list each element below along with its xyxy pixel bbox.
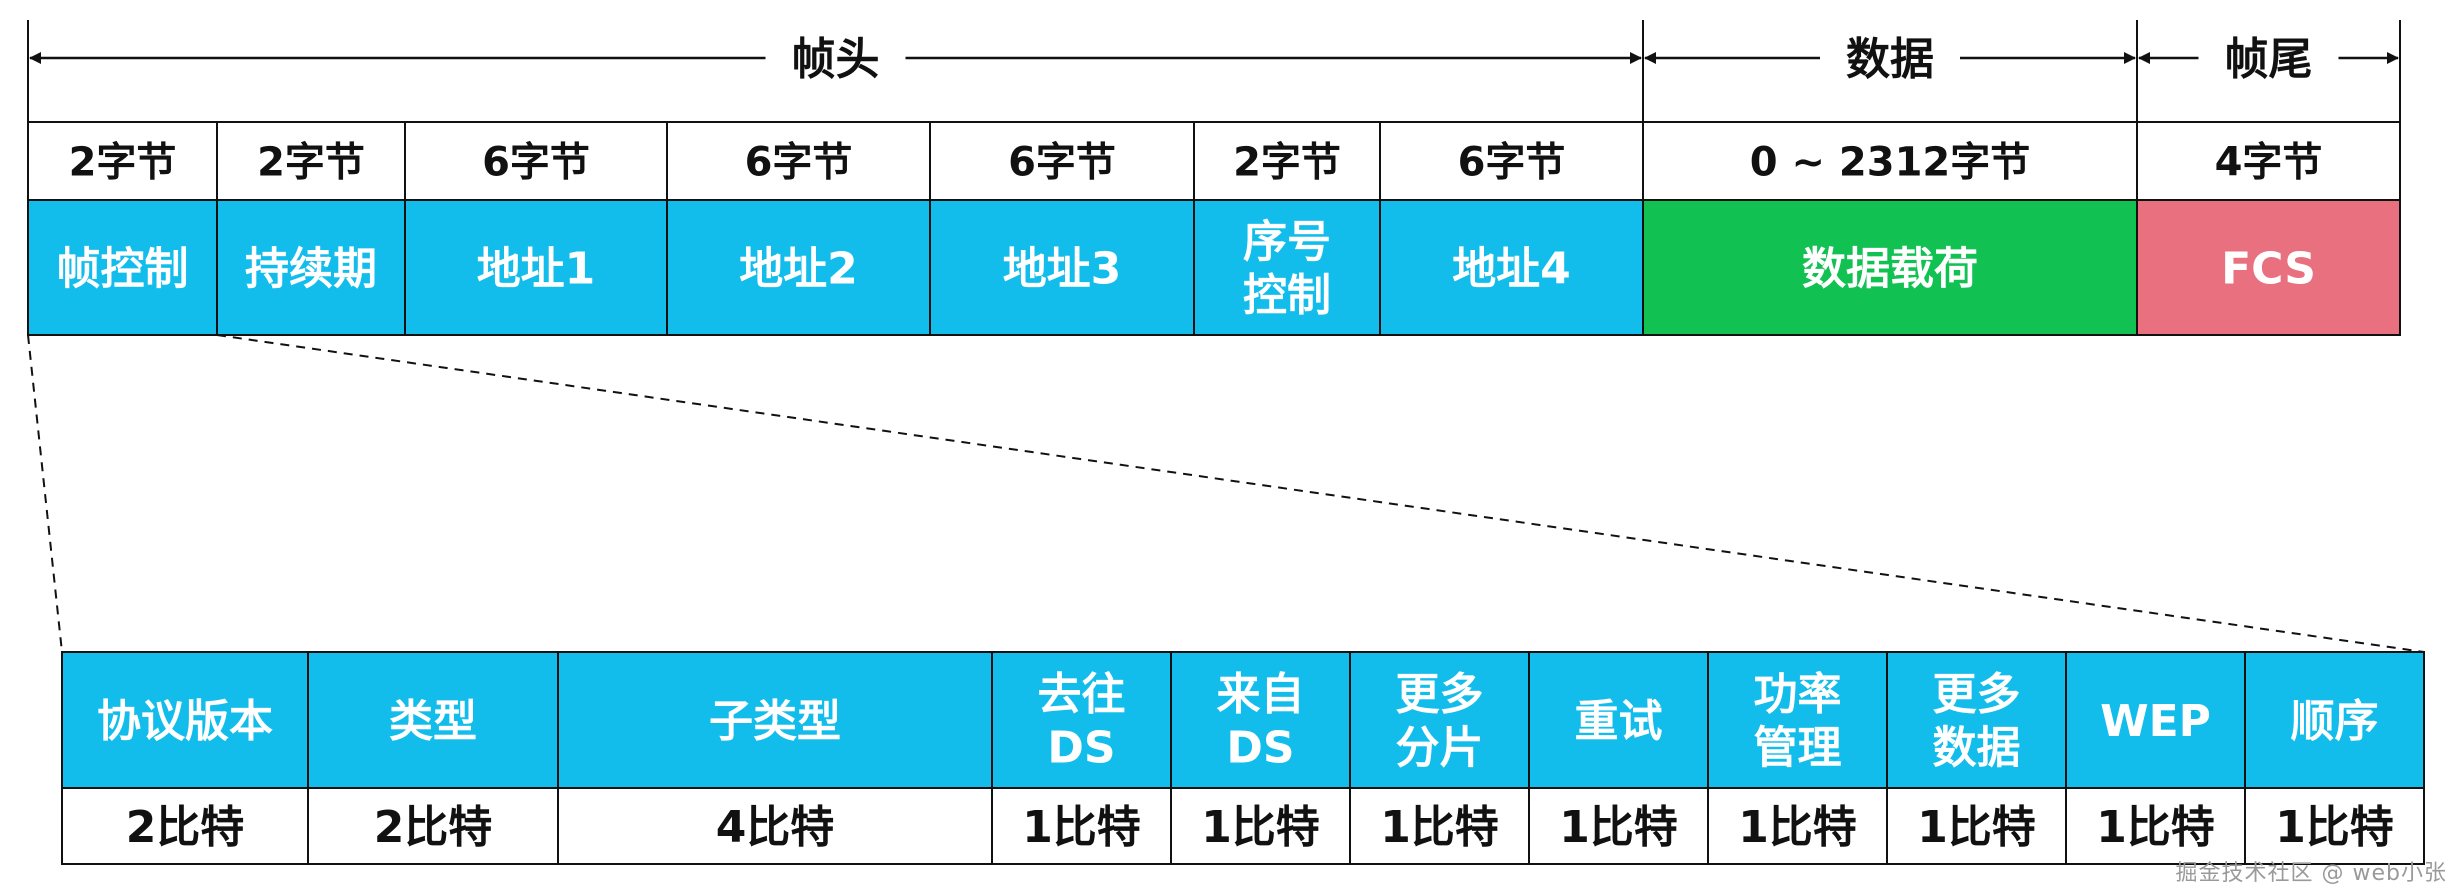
field-name-label: 数据载荷 [1802, 243, 1978, 294]
field-name-label: FCS [2221, 243, 2316, 294]
fc-field-bits: 2比特 [126, 802, 245, 853]
fc-field-bits: 1比特 [1559, 802, 1678, 853]
field-name-label: 地址1 [477, 243, 596, 294]
fc-field-bits: 4比特 [716, 802, 835, 853]
section-label: 数据 [1846, 34, 1934, 85]
fc-bits-cell-3 [557, 787, 993, 865]
field-name-label: 地址3 [1003, 243, 1122, 294]
fc-field-bits: 1比特 [2096, 802, 2215, 853]
zoom-connector [27, 334, 2425, 653]
field-size-label: 4字节 [2215, 139, 2323, 185]
fc-field-bits: 2比特 [374, 802, 493, 853]
fc-field-name: 更多分片 [1396, 669, 1484, 774]
field-size-label: 2字节 [69, 139, 177, 185]
field-name-label: 地址4 [1452, 243, 1571, 294]
field-size-label: 2字节 [257, 139, 365, 185]
field-size-label: 2字节 [1233, 139, 1341, 185]
fc-bits-cell-1 [61, 787, 309, 865]
fc-bits-cell-6 [1349, 787, 1530, 865]
fc-field-cell-4 [991, 651, 1172, 789]
field-name-label: 持续期 [245, 243, 377, 294]
field-size-label: 6字节 [745, 139, 853, 185]
fc-field-cell-6 [1349, 651, 1530, 789]
fc-field-cell-2 [307, 651, 559, 789]
fc-field-name: 子类型 [709, 696, 841, 747]
field-name-label: 地址2 [739, 243, 858, 294]
field-cell-1 [27, 199, 218, 336]
fc-field-name: 重试 [1575, 696, 1663, 747]
section-label: 帧头 [792, 34, 880, 85]
fc-field-cell-11 [2244, 651, 2425, 789]
field-cell-7 [1379, 199, 1644, 336]
fc-field-bits: 1比特 [1022, 802, 1141, 853]
field-cell-4 [666, 199, 931, 336]
fc-field-bits: 1比特 [1917, 802, 2036, 853]
zoom-line-left [27, 334, 63, 653]
fc-field-bits: 1比特 [2275, 802, 2394, 853]
fc-field-cell-5 [1170, 651, 1351, 789]
field-cell-5 [929, 199, 1195, 336]
section-arrows: 帧头 数据 帧尾 [29, 34, 2399, 85]
watermark: 掘金技术社区 @ web小张 [2175, 861, 2447, 886]
field-size-label: 0 ~ 2312字节 [1750, 139, 2031, 185]
field-size-label: 6字节 [482, 139, 590, 185]
fc-field-cell-8 [1707, 651, 1888, 789]
fc-field-name: 协议版本 [97, 696, 273, 747]
field-cell-2 [216, 199, 406, 336]
field-name-label: 序号控制 [1243, 217, 1331, 322]
fc-field-cell-7 [1528, 651, 1709, 789]
fc-field-cell-1 [61, 651, 309, 789]
fc-bits-cell-7 [1528, 787, 1709, 865]
field-cell-6 [1193, 199, 1381, 336]
field-size-label: 6字节 [1008, 139, 1116, 185]
fc-field-name: 顺序 [2291, 696, 2379, 747]
section-label: 帧尾 [2225, 34, 2313, 85]
fc-bits-cell-2 [307, 787, 559, 865]
field-cell-3 [404, 199, 668, 336]
fc-field-bits: 1比特 [1201, 802, 1320, 853]
fc-field-name: 类型 [389, 696, 477, 747]
zoom-line-right [216, 334, 2425, 653]
field-name-label: 帧控制 [57, 243, 189, 294]
fc-field-bits: 1比特 [1738, 802, 1857, 853]
fc-field-bits: 1比特 [1380, 802, 1499, 853]
fc-field-name: 更多数据 [1933, 669, 2021, 774]
fc-field-name: WEP [2100, 696, 2211, 747]
field-size-label: 6字节 [1458, 139, 1566, 185]
fc-bits-cell-11 [2244, 787, 2425, 865]
field-cell-9 [2136, 199, 2401, 336]
fc-bits-cell-4 [991, 787, 1172, 865]
fc-field-name: 功率管理 [1754, 669, 1842, 774]
fc-bits-cell-5 [1170, 787, 1351, 865]
fc-field-cell-9 [1886, 651, 2067, 789]
